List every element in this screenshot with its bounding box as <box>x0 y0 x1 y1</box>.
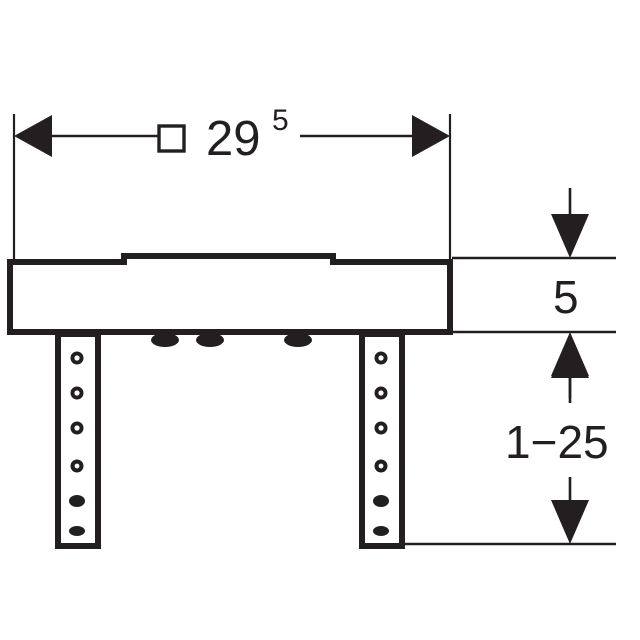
right-leg-hole-3-center <box>378 425 384 431</box>
right-leg-slot-6 <box>373 526 389 536</box>
left-leg-hole-centers <box>74 355 80 469</box>
adjustment-arrow-bottom-icon <box>551 500 589 544</box>
left-leg-hole-4-center <box>74 463 80 469</box>
left-leg-hole-1-center <box>74 355 80 361</box>
left-leg-slot-5 <box>69 495 85 507</box>
left-leg-hole-3-center <box>74 425 80 431</box>
right-leg-hole-2-center <box>378 390 384 396</box>
right-leg-hole-4-center <box>378 463 384 469</box>
width-arrow-left-icon <box>14 115 52 157</box>
leg-adjustment-dimension-group: 1−25 <box>505 334 609 544</box>
left-leg-slot-6 <box>69 526 85 536</box>
thickness-arrow-top-icon <box>551 214 589 258</box>
width-dimension-value: 29 <box>206 112 261 166</box>
left-leg-outline <box>55 331 101 549</box>
bottom-tab-3 <box>284 333 312 347</box>
right-leg-outline <box>359 331 405 549</box>
left-mounting-leg <box>55 331 101 549</box>
plate-thickness-value: 5 <box>553 271 579 323</box>
width-arrow-right-icon <box>412 115 450 157</box>
right-leg-hole-centers <box>378 355 384 469</box>
right-leg-hole-1-center <box>378 355 384 361</box>
width-dimension-superscript: 5 <box>272 104 289 137</box>
adjustment-arrow-top-icon <box>551 334 589 378</box>
bottom-tab-2 <box>196 333 224 347</box>
leg-adjustment-value: 1−25 <box>505 416 609 468</box>
bottom-tab-1 <box>151 333 179 347</box>
witness-lines-right <box>404 256 616 546</box>
right-leg-slot-5 <box>373 495 389 507</box>
square-symbol-icon <box>157 124 186 153</box>
bottom-edge-tabs <box>151 333 312 347</box>
left-leg-hole-2-center <box>74 390 80 396</box>
right-mounting-leg <box>359 331 405 549</box>
width-dimension-group: 29 5 <box>14 104 450 166</box>
extension-lines <box>12 114 452 262</box>
plate-outline <box>7 253 453 335</box>
